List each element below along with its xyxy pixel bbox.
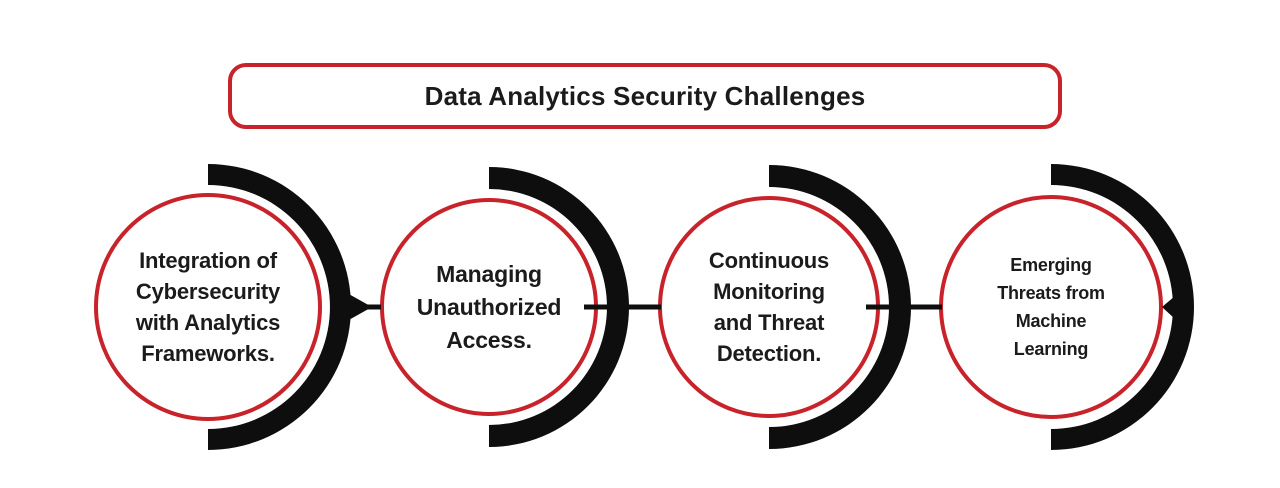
node-label-2: Managing Unauthorized Access. <box>416 260 562 353</box>
node-label-1: Integration of Cybersecurity with Analyt… <box>135 248 281 366</box>
crescent-arc-1 <box>208 164 351 450</box>
node-circle-1: Integration of Cybersecurity with Analyt… <box>94 193 322 421</box>
crescent-arc-4 <box>1051 164 1194 450</box>
node-circle-3: Continuous Monitoring and Threat Detecti… <box>658 196 880 418</box>
node-circle-2: Managing Unauthorized Access. <box>380 198 598 416</box>
node-circle-4: Emerging Threats from Machine Learning <box>939 195 1163 419</box>
crescent-arc-2 <box>489 167 629 447</box>
node-label-4: Emerging Threats from Machine Learning <box>997 255 1105 359</box>
crescent-arc-3 <box>769 165 911 449</box>
node-label-3: Continuous Monitoring and Threat Detecti… <box>708 248 830 366</box>
title-box: Data Analytics Security Challenges <box>228 63 1062 129</box>
page-title: Data Analytics Security Challenges <box>424 80 866 111</box>
